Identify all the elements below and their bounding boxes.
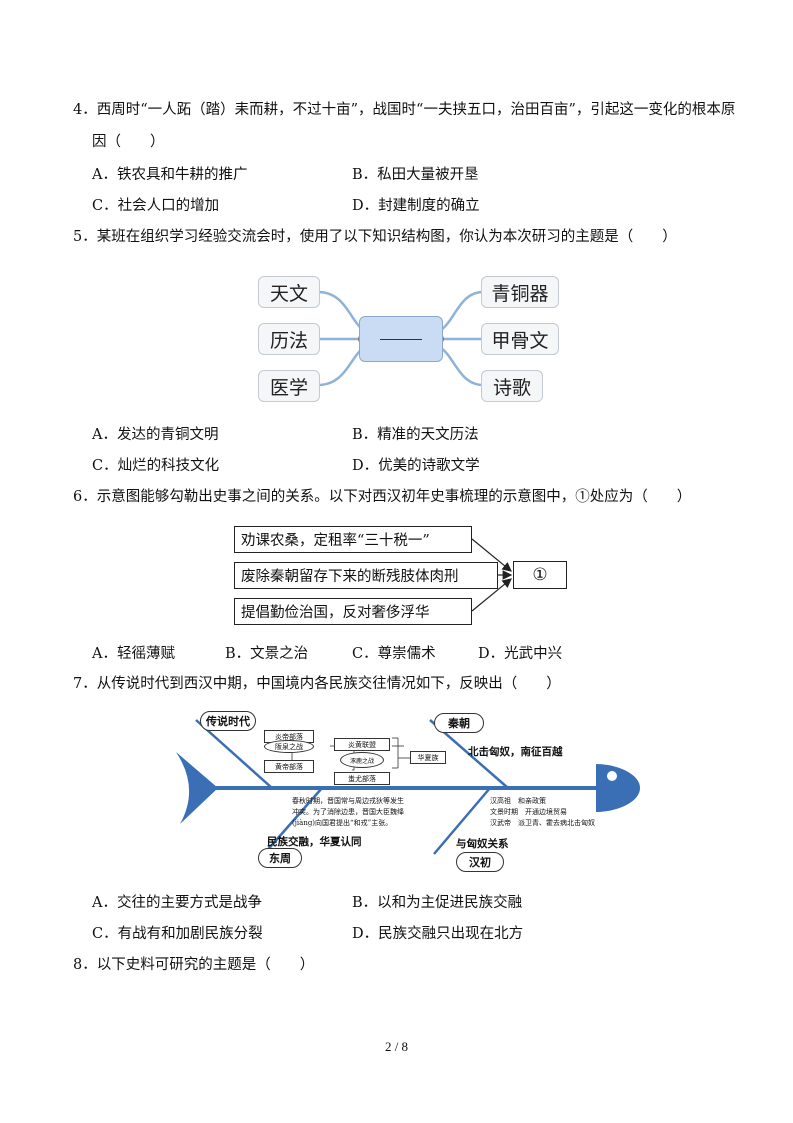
q4-option-d: D．封建制度的确立: [352, 198, 480, 214]
q4-option-a: A．铁农具和牛耕的推广: [92, 167, 248, 183]
han-text-1: 汉高祖 和亲政策: [490, 797, 546, 805]
mindmap-center: [359, 316, 443, 362]
q4-stem-line1: 4．西周时“一人跖（踏）耒而耕，不过十亩”，战国时“一夫挟五口，治田百亩”，引起…: [73, 102, 736, 118]
q7-option-a: A．交往的主要方式是战争: [92, 895, 262, 911]
fishbone-label-qin: 秦朝: [434, 713, 484, 733]
q4-option-b: B．私田大量被开垦: [352, 167, 479, 183]
fishbone-label-dongzhou: 东周: [258, 848, 302, 868]
legend-box-zhuolu: 涿鹿之战: [340, 752, 384, 768]
q5-option-d: D．优美的诗歌文学: [352, 458, 480, 474]
mindmap-node-jiaguwen: 甲骨文: [481, 323, 559, 355]
east-zhou-text-1: 春秋时期，晋国常与周边戎狄等发生: [292, 797, 404, 805]
q5-option-b: B．精准的天文历法: [352, 427, 479, 443]
q6-box-2: 废除秦朝留存下来的断残肢体肉刑: [234, 562, 498, 589]
han-text-3: 汉武帝 派卫青、霍去病北击匈奴: [490, 819, 595, 827]
qin-text: 北击匈奴，南征百越: [468, 746, 563, 758]
mindmap-node-yixue: 医学: [258, 370, 320, 402]
mindmap-node-qingtongqi: 青铜器: [481, 276, 559, 308]
q6-option-d: D．光武中兴: [478, 646, 563, 662]
east-zhou-text-3: (jiàng)向国君提出“和戎”主张。: [292, 819, 393, 827]
q4-option-c: C．社会人口的增加: [92, 198, 220, 214]
q4-stem-line2: 因（ ）: [92, 134, 165, 150]
q7-option-b: B．以和为主促进民族交融: [352, 895, 523, 911]
page-number: 2 / 8: [384, 1039, 409, 1054]
east-zhou-text-2: 冲突。为了消除边患，晋国大臣魏绛: [292, 808, 404, 816]
q6-box-3: 提倡勤俭治国，反对奢侈浮华: [234, 598, 472, 625]
q5-option-a: A．发达的青铜文明: [92, 427, 219, 443]
legend-box-banquan: 阪泉之战: [264, 740, 314, 753]
q5-option-c: C．灿烂的科技文化: [92, 458, 220, 474]
han-text-2: 文景时期 开通边境贸易: [490, 808, 567, 816]
han-caption: 与匈奴关系: [456, 838, 509, 850]
fishbone-label-chuanshuo: 传说时代: [200, 711, 256, 731]
fish-head-icon: [596, 764, 640, 812]
q6-option-b: B．文景之治: [225, 646, 309, 662]
q6-box-1: 劝课农桑，定租率“三十税一”: [234, 526, 472, 553]
mindmap-node-lifa: 历法: [258, 323, 320, 355]
mindmap-center-dash: [380, 339, 422, 340]
fish-tail-icon: [176, 752, 218, 824]
q5-stem: 5．某班在组织学习经验交流会时，使用了以下知识结构图，你认为本次研习的主题是（ …: [73, 229, 677, 245]
fishbone-skeleton: [176, 719, 640, 855]
legend-box-huaxia: 华夏族: [410, 751, 446, 764]
q6-option-a: A．轻徭薄赋: [92, 646, 175, 662]
q6-arrows: [471, 538, 513, 612]
q7-option-d: D．民族交融只出现在北方: [352, 926, 524, 942]
legend-box-chiyou: 蚩尤部落: [334, 772, 390, 785]
q6-option-c: C．尊崇儒术: [352, 646, 436, 662]
q7-stem: 7．从传说时代到西汉中期，中国境内各民族交往情况如下，反映出（ ）: [73, 676, 561, 692]
legend-box-huangdi: 黄帝部落: [264, 760, 314, 773]
q6-target-box: ①: [513, 561, 567, 589]
q6-diagram: 劝课农桑，定租率“三十税一” 废除秦朝留存下来的断残肢体肉刑 提倡勤俭治国，反对…: [232, 521, 572, 629]
q7-fishbone: 传说时代 秦朝 东周 汉初 炎帝部落 阪泉之战 黄帝部落 炎黄联盟 涿鹿之战 蚩…: [172, 708, 648, 880]
mindmap-node-tianwen: 天文: [258, 276, 320, 308]
east-zhou-caption: 民族交融，华夏认同: [267, 836, 362, 848]
legend-box-alliance: 炎黄联盟: [334, 738, 390, 751]
q7-option-c: C．有战有和加剧民族分裂: [92, 926, 263, 942]
fishbone-label-hanchu: 汉初: [456, 852, 504, 872]
q8-stem: 8．以下史料可研究的主题是（ ）: [73, 957, 315, 973]
q5-mindmap: 天文 历法 医学 青铜器 甲骨文 诗歌: [255, 268, 565, 408]
mindmap-node-shige: 诗歌: [481, 370, 543, 402]
q6-stem: 6．示意图能够勾勒出史事之间的关系。以下对西汉初年史事梳理的示意图中，①处应为（…: [73, 489, 692, 505]
